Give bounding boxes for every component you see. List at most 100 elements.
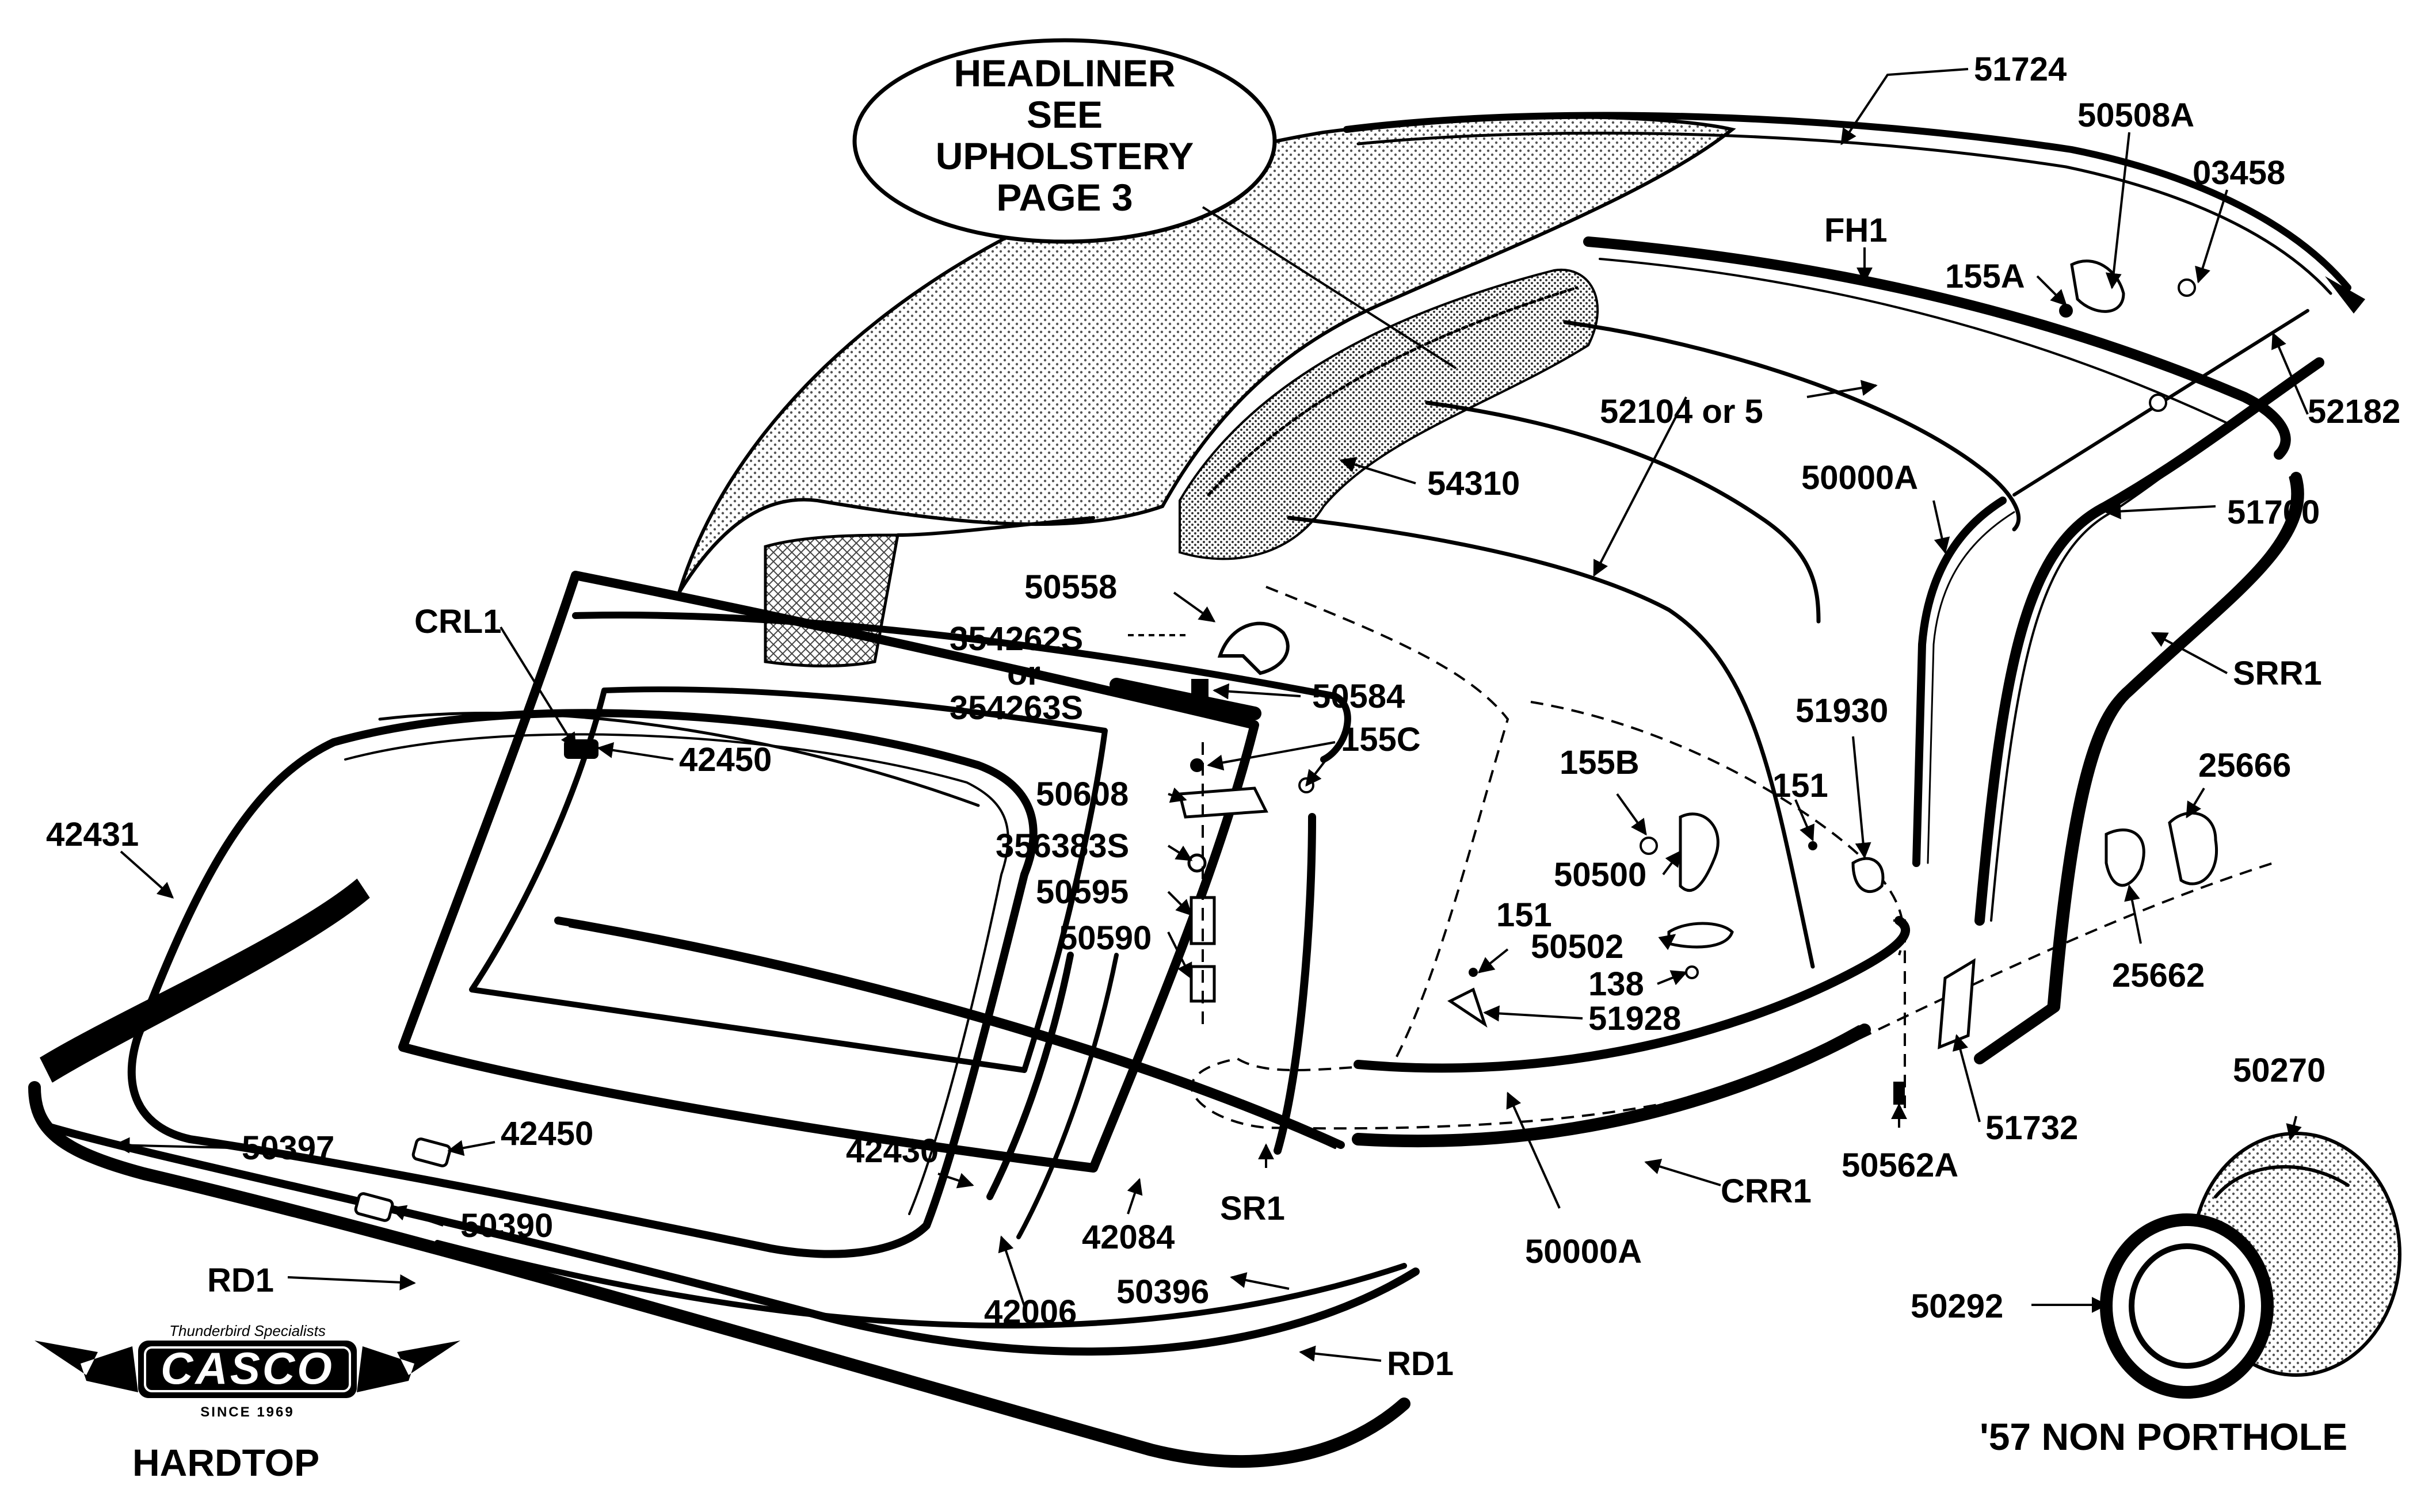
label-50608: 50608 xyxy=(1036,776,1129,813)
washer-356383s xyxy=(1187,853,1207,873)
headliner-callout: HEADLINER SEE UPHOLSTERY PAGE 3 xyxy=(852,38,1457,369)
label-52104: 52104 or 5 xyxy=(1600,393,1763,430)
roof-rail-51724 xyxy=(1343,112,2365,314)
drip-rail-rd1-inner xyxy=(48,1124,1420,1356)
label-25662: 25662 xyxy=(2112,957,2205,994)
rear-glass-42431 xyxy=(127,709,1038,1258)
label-51732: 51732 xyxy=(1985,1109,2078,1147)
label-rd1-right: RD1 xyxy=(1387,1345,1454,1383)
screw-138 xyxy=(1685,965,1699,979)
bolt-03458 xyxy=(2178,278,2196,297)
guide-50562a xyxy=(1893,919,1906,1110)
bracket-51928 xyxy=(1447,987,1488,1028)
label-50000a-bot: 50000A xyxy=(1525,1233,1642,1270)
diagram-title: HARDTOP xyxy=(132,1441,319,1484)
label-25666: 25666 xyxy=(2198,747,2291,784)
casco-logo: CASCO Thunderbird Specialists SINCE 1969 xyxy=(35,1322,460,1420)
pin-50590 xyxy=(1190,965,1216,1003)
label-50502: 50502 xyxy=(1531,928,1623,965)
callout-ellipse xyxy=(852,38,1277,244)
label-155b: 155B xyxy=(1560,744,1640,781)
bumper-50584 xyxy=(1191,679,1208,708)
drip-rail-50396 xyxy=(434,1240,1407,1329)
label-sr1: SR1 xyxy=(1220,1190,1285,1227)
window-frame-42084-b xyxy=(1274,813,1316,1155)
side-rail-srr1 xyxy=(1974,472,2304,1064)
label-srr1: SRR1 xyxy=(2233,655,2322,692)
bracket-50608 xyxy=(1177,786,1268,819)
callout-line-3: UPHOLSTERY xyxy=(936,135,1194,177)
catch-51930 xyxy=(1851,857,1885,893)
label-155c: 155C xyxy=(1341,721,1421,758)
bolt-155b xyxy=(1640,837,1658,855)
front-header-fh1 xyxy=(1583,236,2291,460)
callout-line-2: SEE xyxy=(1027,93,1103,136)
latch-50500 xyxy=(1679,812,1720,892)
callout-line-1: HEADLINER xyxy=(954,52,1175,94)
part-labels: 51724 50508A 03458 FH1 155A 52182 52104 … xyxy=(46,51,2400,1383)
clip-42450-lower xyxy=(411,1137,452,1167)
window-frame-42084 xyxy=(986,952,1074,1200)
label-42450-bot: 42450 xyxy=(501,1115,593,1152)
label-151-left: 151 xyxy=(1496,896,1552,934)
label-42006: 42006 xyxy=(984,1293,1077,1331)
label-42450-top: 42450 xyxy=(679,741,772,778)
label-crl1: CRL1 xyxy=(414,603,501,640)
roof-bow-rear xyxy=(1287,516,1815,969)
rear-window-frame-outer xyxy=(398,571,1259,1173)
label-51930: 51930 xyxy=(1795,692,1888,730)
label-42084: 42084 xyxy=(1082,1219,1175,1256)
strip-sr1 xyxy=(554,917,1345,1149)
side-rail-50000a-lower xyxy=(1354,916,1910,1073)
side-rail-crr1 xyxy=(1352,1024,1871,1148)
screw-155c xyxy=(1190,758,1204,772)
label-50595: 50595 xyxy=(1036,873,1129,911)
label-50562a: 50562A xyxy=(1842,1147,1958,1184)
label-50396: 50396 xyxy=(1116,1273,1209,1311)
label-54310: 54310 xyxy=(1427,465,1520,502)
latch-25666 xyxy=(2168,811,2218,885)
rear-rail-crl1 xyxy=(572,612,1351,763)
label-50270: 50270 xyxy=(2233,1052,2325,1089)
leader-lines xyxy=(113,68,2309,1362)
clip-50502 xyxy=(1667,922,1734,949)
bracket-50508a xyxy=(2070,259,2125,313)
label-50584: 50584 xyxy=(1312,678,1405,715)
handle-50558 xyxy=(1217,621,1290,675)
label-52182: 52182 xyxy=(2308,393,2400,430)
logo-since: SINCE 1969 xyxy=(200,1404,294,1420)
seal-42430 xyxy=(378,712,980,807)
clip-50390 xyxy=(354,1192,394,1222)
headliner-insulation xyxy=(1179,268,1599,560)
label-151-right: 151 xyxy=(1772,767,1828,804)
label-50590: 50590 xyxy=(1059,919,1152,957)
label-354263s: 354263S xyxy=(950,689,1083,727)
logo-plate xyxy=(138,1341,357,1398)
roof-bow-front xyxy=(1563,320,2021,532)
label-42431: 42431 xyxy=(46,816,139,853)
logo-tagline: Thunderbird Specialists xyxy=(169,1322,326,1339)
inset-title: '57 NON PORTHOLE xyxy=(1980,1415,2347,1458)
label-50000a-top: 50000A xyxy=(1801,459,1918,497)
label-155a: 155A xyxy=(1945,258,2025,295)
weatherstrip-354263s xyxy=(1110,678,1261,720)
logo-wing-right xyxy=(357,1341,460,1392)
label-42430: 42430 xyxy=(846,1132,939,1170)
bracket-51732 xyxy=(1938,958,1976,1049)
label-50397: 50397 xyxy=(242,1129,334,1167)
label-03458: 03458 xyxy=(2193,154,2285,192)
label-51724: 51724 xyxy=(1974,51,2067,88)
label-crr1: CRR1 xyxy=(1721,1173,1812,1210)
callout-line-4: PAGE 3 xyxy=(996,176,1133,219)
label-138: 138 xyxy=(1588,965,1644,1003)
label-51928: 51928 xyxy=(1588,1000,1681,1037)
label-50500: 50500 xyxy=(1554,856,1646,894)
label-354262s: 354262S xyxy=(950,620,1083,658)
label-or: or xyxy=(1007,655,1040,692)
logo-brand: CASCO xyxy=(161,1343,334,1393)
rear-window-frame-inner xyxy=(469,686,1108,1073)
label-50508a: 50508A xyxy=(2077,97,2194,134)
screw-151-left xyxy=(1469,968,1478,977)
